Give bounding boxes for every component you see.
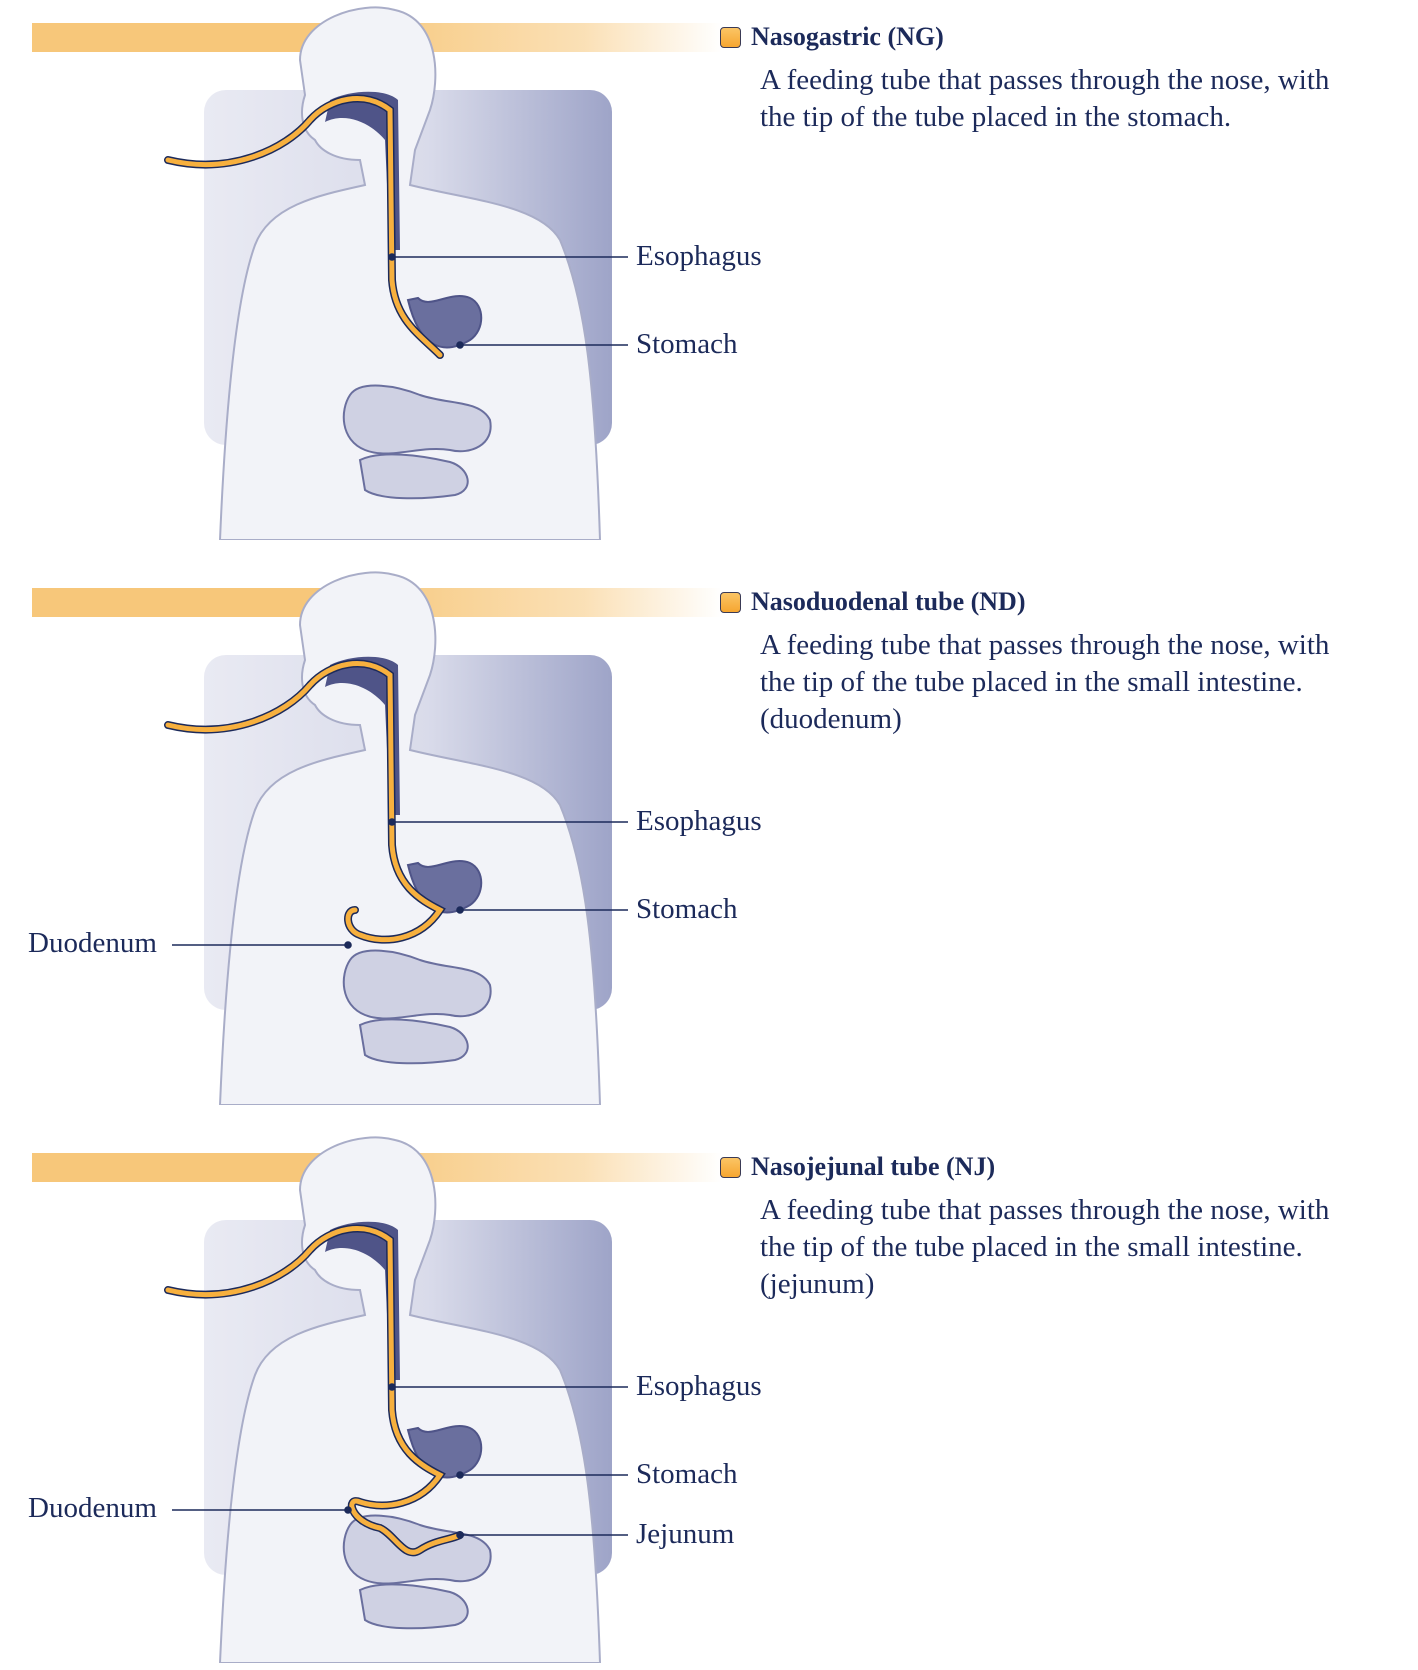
panel-nasogastric: Esophagus Stomach Nasogastric (NG) A fee… — [0, 0, 1418, 540]
label-stomach: Stomach — [636, 1458, 738, 1491]
label-duodenum: Duodenum — [28, 1492, 157, 1525]
panel-title: Nasojejunal tube (NJ) — [751, 1152, 995, 1182]
label-esophagus: Esophagus — [636, 805, 762, 838]
label-stomach: Stomach — [636, 328, 738, 361]
description-block: Nasojejunal tube (NJ) A feeding tube tha… — [760, 1152, 1400, 1303]
tube-swatch-icon — [720, 27, 741, 48]
panel-title: Nasoduodenal tube (ND) — [751, 587, 1026, 617]
tube-swatch-icon — [720, 592, 741, 613]
body-outline — [220, 1137, 600, 1663]
tube-swatch-icon — [720, 1157, 741, 1178]
label-duodenum: Duodenum — [28, 927, 157, 960]
panel-nasoduodenal: Esophagus Stomach Duodenum Nasoduodenal … — [0, 565, 1418, 1105]
description-block: Nasoduodenal tube (ND) A feeding tube th… — [760, 587, 1400, 738]
label-stomach: Stomach — [636, 893, 738, 926]
panel-nasojejunal: Esophagus Stomach Duodenum Jejunum Nasoj… — [0, 1130, 1418, 1670]
panel-description: A feeding tube that passes through the n… — [760, 62, 1360, 136]
panel-description: A feeding tube that passes through the n… — [760, 627, 1360, 738]
panel-description: A feeding tube that passes through the n… — [760, 1192, 1360, 1303]
panel-title: Nasogastric (NG) — [751, 22, 944, 52]
label-esophagus: Esophagus — [636, 240, 762, 273]
description-block: Nasogastric (NG) A feeding tube that pas… — [760, 22, 1400, 136]
label-jejunum: Jejunum — [636, 1518, 734, 1551]
label-esophagus: Esophagus — [636, 1370, 762, 1403]
